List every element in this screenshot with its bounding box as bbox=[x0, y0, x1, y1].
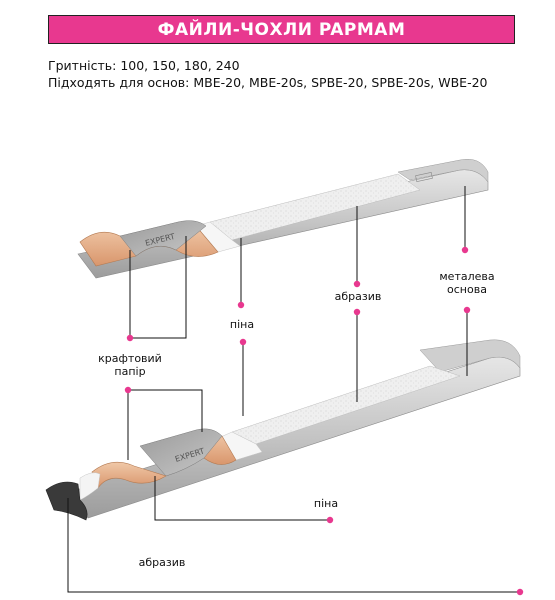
metal-base-label-line1: металева bbox=[439, 270, 495, 283]
abrasive-bottom-leader bbox=[67, 498, 520, 593]
title-banner: ФАЙЛИ-ЧОХЛИ PAPMAM bbox=[48, 15, 515, 44]
grits-spec: Гритність: 100, 150, 180, 240 bbox=[48, 58, 240, 73]
bases-spec: Підходять для основ: MBE-20, MBE-20s, SP… bbox=[48, 75, 488, 90]
kraft-paper-label: крафтовий папір bbox=[92, 352, 168, 378]
foam-top-label: піна bbox=[229, 318, 255, 331]
foam-lower-dot bbox=[239, 338, 247, 346]
kraft-paper-label-line2: папір bbox=[114, 365, 146, 378]
abrasive-bottom-dot bbox=[516, 588, 524, 596]
abrasive-top-dot bbox=[353, 280, 361, 288]
foam-bottom-leader bbox=[154, 476, 330, 521]
metal-base-label-line2: основа bbox=[447, 283, 487, 296]
page-title: ФАЙЛИ-ЧОХЛИ PAPMAM bbox=[157, 19, 406, 40]
foam-bottom-label: піна bbox=[313, 497, 339, 510]
kraft-paper-label-line1: крафтовий bbox=[98, 352, 162, 365]
abrasive-lower-dot bbox=[353, 308, 361, 316]
metal-base-dot bbox=[461, 246, 469, 254]
callout-lines bbox=[67, 186, 520, 593]
kraft-paper-bracket bbox=[129, 236, 187, 339]
kraft-bottom-leader-right bbox=[128, 389, 203, 432]
abrasive-top-label: абразив bbox=[334, 290, 382, 303]
abrasive-bottom-label: абразив bbox=[138, 556, 186, 569]
bottom-file-illustration: EXPERT bbox=[45, 339, 521, 521]
metal-lower-dot bbox=[463, 306, 471, 314]
kraft-top-dot bbox=[126, 334, 134, 342]
kraft-bottom-dot bbox=[124, 386, 132, 394]
metal-base-label: металева основа bbox=[436, 270, 498, 296]
top-file-illustration: EXPERT bbox=[77, 159, 489, 279]
callout-dots bbox=[124, 246, 524, 596]
foam-top-dot bbox=[237, 301, 245, 309]
foam-bottom-dot bbox=[326, 516, 334, 524]
